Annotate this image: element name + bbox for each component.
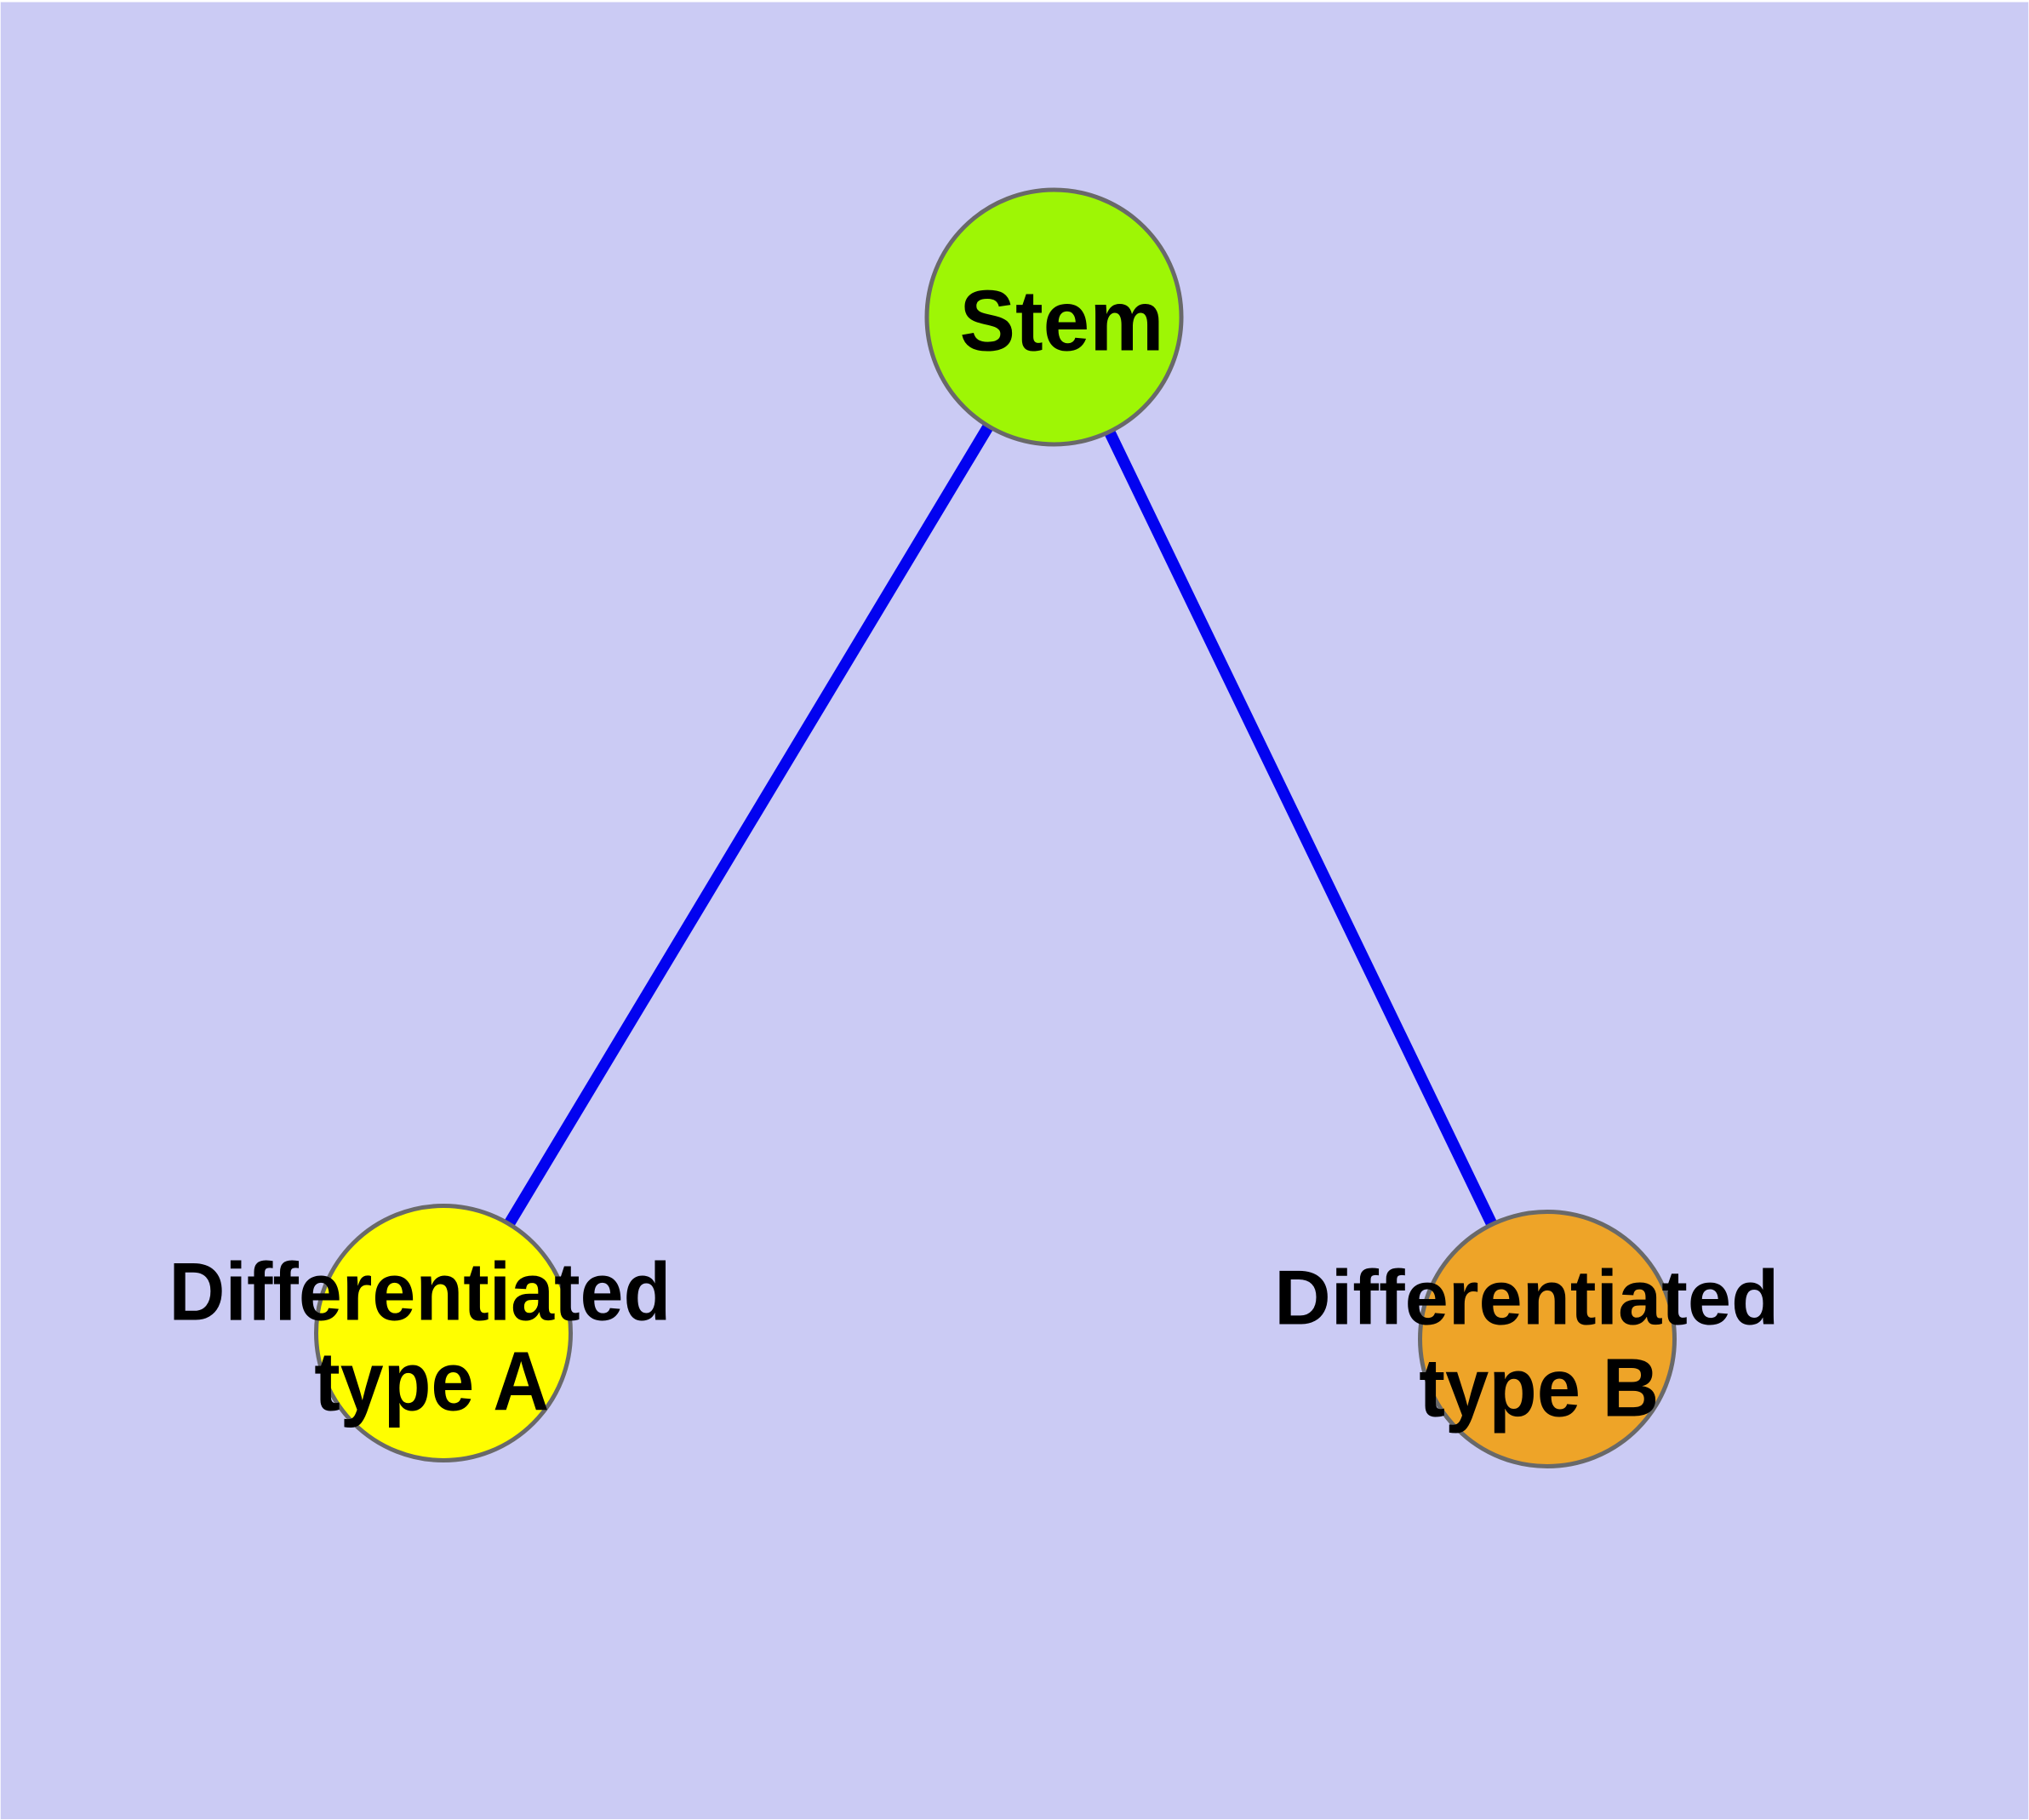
svg-text:Stem: Stem — [960, 274, 1164, 369]
svg-text:type B: type B — [1419, 1342, 1659, 1434]
svg-text:Differentiated: Differentiated — [169, 1246, 671, 1337]
svg-text:Differentiated: Differentiated — [1274, 1255, 1779, 1342]
svg-text:type A: type A — [314, 1334, 549, 1428]
